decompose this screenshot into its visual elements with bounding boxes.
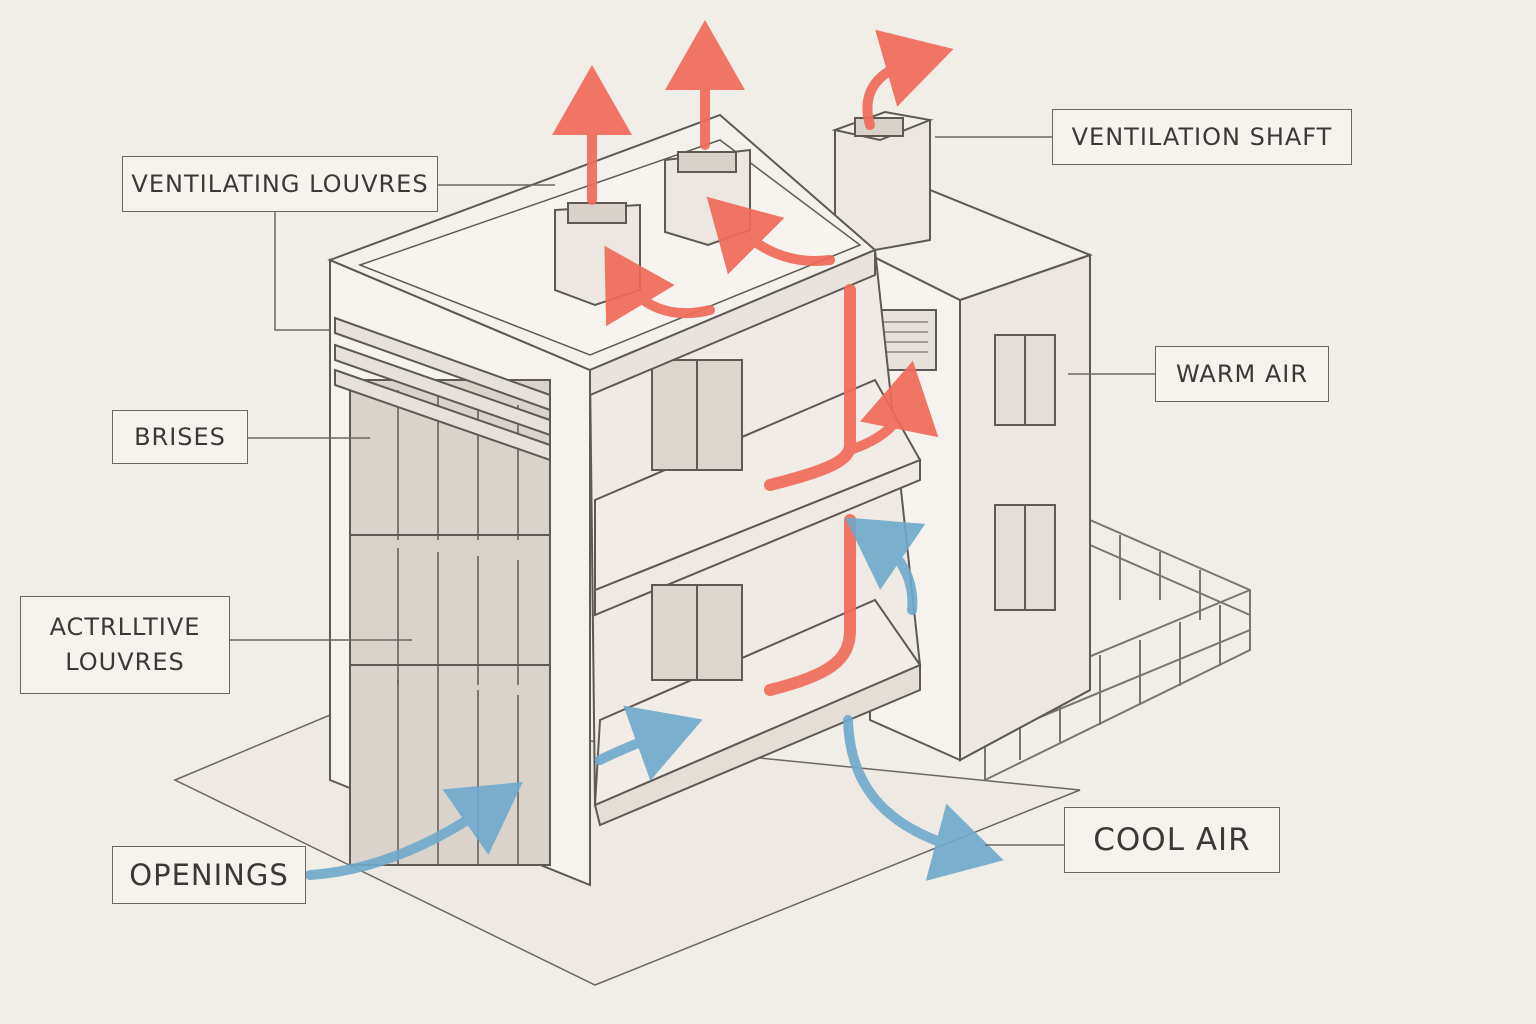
label-brises: BRISES bbox=[112, 410, 248, 464]
brise-blade bbox=[334, 368, 551, 462]
label-cool-air: COOL AIR bbox=[1064, 807, 1280, 873]
label-ventilation-shaft: VENTILATION SHAFT bbox=[1052, 109, 1352, 165]
cool-air-flows bbox=[305, 517, 1004, 881]
label-warm-air: WARM AIR bbox=[1155, 346, 1329, 402]
brise-blade bbox=[334, 343, 551, 437]
label-openings-text: OPENINGS bbox=[129, 857, 289, 892]
label-actrlltive-louvres-line2: LOUVRES bbox=[65, 648, 185, 676]
label-actrlltive-louvres-line1: ACTRLLTIVE bbox=[49, 613, 201, 642]
warm-air-arrow bbox=[706, 196, 835, 275]
label-warm-air-text: WARM AIR bbox=[1175, 359, 1309, 388]
cool-air-arrow bbox=[595, 705, 703, 781]
label-ventilation-shaft-text: VENTILATION SHAFT bbox=[1071, 122, 1333, 151]
label-ventilating-louvres: VENTILATING LOUVRES bbox=[122, 156, 438, 212]
label-ventilating-louvres-text: VENTILATING LOUVRES bbox=[131, 169, 429, 198]
label-brises-text: BRISES bbox=[134, 422, 226, 451]
warm-air-arrow bbox=[604, 245, 715, 327]
cool-air-arrow bbox=[305, 782, 523, 880]
label-actrlltive-louvres: ACTRLLTIVE LOUVRES bbox=[20, 596, 230, 694]
label-openings: OPENINGS bbox=[112, 846, 306, 904]
warm-air-arrow bbox=[862, 29, 954, 130]
warm-air-duct bbox=[764, 514, 856, 696]
warm-air-flows bbox=[552, 20, 954, 696]
warm-air-arrow bbox=[845, 360, 939, 455]
cool-air-arrow bbox=[844, 517, 926, 615]
ventilation-shaft-stack bbox=[831, 110, 934, 252]
leader-ventilating-louvres-down bbox=[274, 210, 330, 331]
label-cool-air-text: COOL AIR bbox=[1093, 821, 1251, 858]
brise-blade bbox=[334, 316, 551, 412]
leader-lines bbox=[229, 136, 1155, 846]
cool-air-arrow bbox=[843, 715, 1004, 881]
